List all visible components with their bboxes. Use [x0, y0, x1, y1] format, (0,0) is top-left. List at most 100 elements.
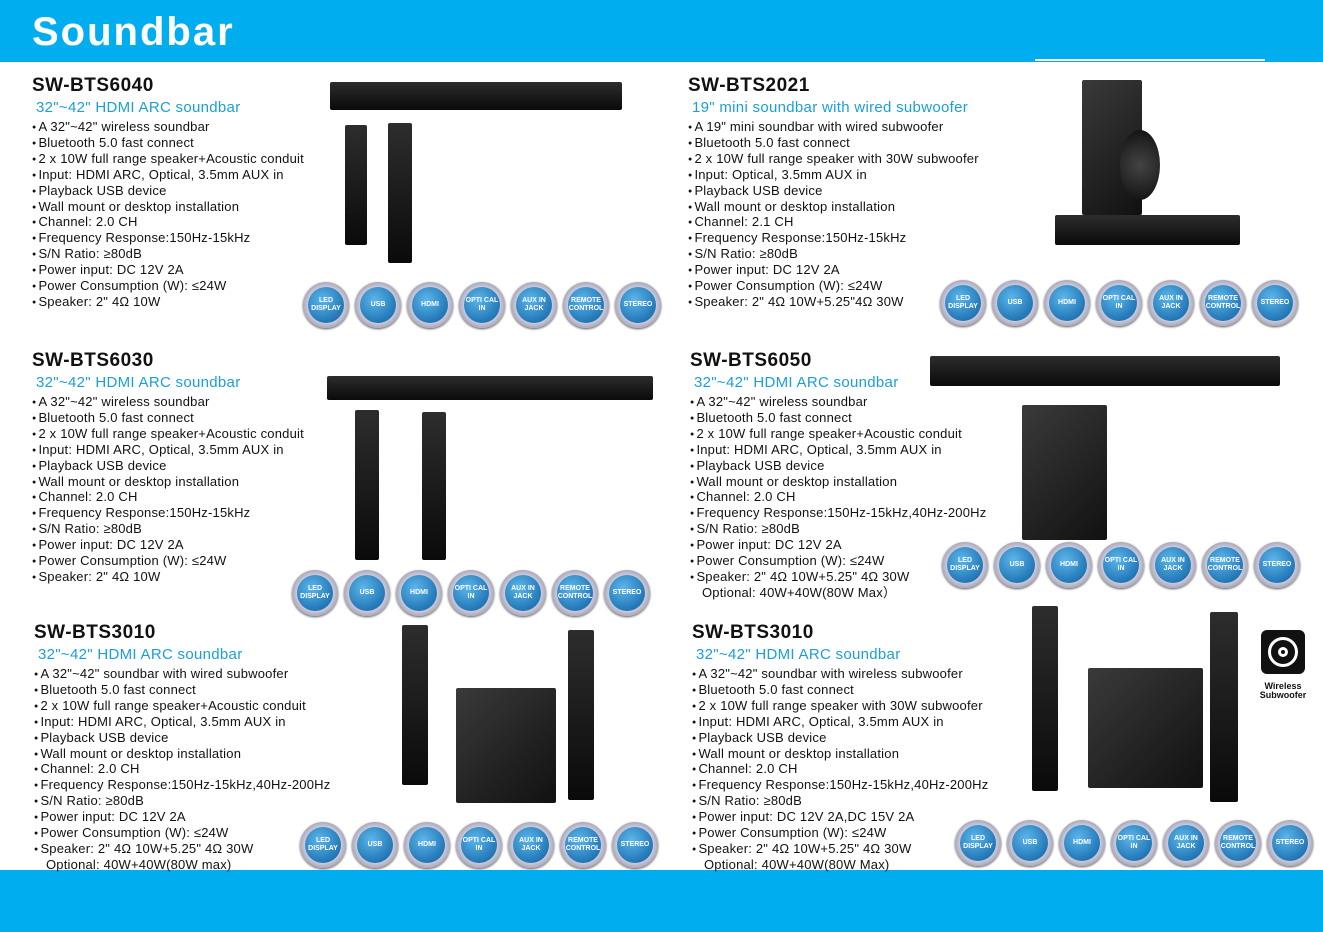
badge-label: STEREO [1257, 285, 1293, 321]
feature-item: Bluetooth 5.0 fast connect [688, 135, 1028, 152]
remote-control-icon: REMOTE CONTROL [1215, 820, 1261, 866]
feature-item: Playback USB device [690, 458, 1030, 475]
badge-label: STEREO [609, 575, 645, 611]
led-display-icon: LED DISPLAY [942, 542, 988, 588]
subwoofer-image [456, 688, 556, 803]
divider [1035, 59, 1265, 61]
remote-control-icon: REMOTE CONTROL [1200, 280, 1246, 326]
feature-item: Power input: DC 12V 2A,DC 15V 2A [692, 809, 1032, 826]
usb-icon: USB [1007, 820, 1053, 866]
optical-in-icon: OPTI CAL IN [448, 570, 494, 616]
led-display-icon: LED DISPLAY [292, 570, 338, 616]
badge-label: OPTI CAL IN [1116, 825, 1152, 861]
feature-item: Input: HDMI ARC, Optical, 3.5mm AUX in [690, 442, 1030, 459]
badge-label: REMOTE CONTROL [1220, 825, 1256, 861]
badge-label: USB [360, 287, 396, 323]
badge-label: USB [1012, 825, 1048, 861]
feature-item: A 32"~42" soundbar with wired subwoofer [34, 666, 374, 683]
optical-in-icon: OPTI CAL IN [459, 282, 505, 328]
product-1: SW-BTS2021 19" mini soundbar with wired … [688, 75, 1028, 311]
header-bar: Soundbar [0, 0, 1323, 62]
badge-label: REMOTE CONTROL [568, 287, 604, 323]
led-display-icon: LED DISPLAY [300, 822, 346, 868]
subwoofer-image [1088, 668, 1203, 788]
optical-in-icon: OPTI CAL IN [1096, 280, 1142, 326]
feature-item: Input: HDMI ARC, Optical, 3.5mm AUX in [32, 167, 372, 184]
aux-in-icon: AUX IN JACK [1150, 542, 1196, 588]
remote-control-icon: REMOTE CONTROL [560, 822, 606, 868]
badge-label: STEREO [617, 827, 653, 863]
aux-in-icon: AUX IN JACK [1148, 280, 1194, 326]
badge-label: HDMI [1049, 285, 1085, 321]
feature-item: Playback USB device [692, 730, 1032, 747]
hdmi-icon: HDMI [404, 822, 450, 868]
feature-item: 2 x 10W full range speaker+Acoustic cond… [32, 151, 372, 168]
soundbar-image [330, 82, 622, 110]
feature-list: A 32"~42" wireless soundbarBluetooth 5.0… [690, 394, 1030, 602]
stereo-icon: STEREO [1252, 280, 1298, 326]
feature-item: Input: HDMI ARC, Optical, 3.5mm AUX in [34, 714, 374, 731]
badge-label: STEREO [1259, 547, 1295, 583]
aux-in-icon: AUX IN JACK [511, 282, 557, 328]
product-subtitle: 32"~42" HDMI ARC soundbar [696, 646, 901, 663]
feature-item: Input: HDMI ARC, Optical, 3.5mm AUX in [32, 442, 372, 459]
feature-item: Playback USB device [32, 183, 372, 200]
product-subtitle: 32"~42" HDMI ARC soundbar [38, 646, 243, 663]
badge-label: REMOTE CONTROL [557, 575, 593, 611]
product-model: SW-BTS3010 [692, 622, 814, 643]
led-display-icon: LED DISPLAY [940, 280, 986, 326]
tower-speaker-image [422, 412, 446, 560]
aux-in-icon: AUX IN JACK [500, 570, 546, 616]
feature-item: Power input: DC 12V 2A [690, 537, 1030, 554]
aux-in-icon: AUX IN JACK [508, 822, 554, 868]
feature-item: 2 x 10W full range speaker+Acoustic cond… [32, 426, 372, 443]
badge-label: REMOTE CONTROL [1205, 285, 1241, 321]
product-model: SW-BTS2021 [688, 75, 810, 96]
badge-label: OPTI CAL IN [464, 287, 500, 323]
badge-label: STEREO [620, 287, 656, 323]
product-subtitle: 32"~42" HDMI ARC soundbar [36, 374, 241, 391]
badge-label: AUX IN JACK [513, 827, 549, 863]
feature-item: Power input: DC 12V 2A [32, 262, 372, 279]
remote-control-icon: REMOTE CONTROL [563, 282, 609, 328]
tower-speaker-image [568, 630, 594, 800]
usb-icon: USB [352, 822, 398, 868]
feature-item: 2 x 10W full range speaker+Acoustic cond… [34, 698, 374, 715]
badge-label: STEREO [1272, 825, 1308, 861]
tower-speaker-image [1032, 606, 1058, 791]
feature-item: Frequency Response:150Hz-15kHz [32, 230, 372, 247]
feature-item: Speaker: 2" 4Ω 10W+5.25"4Ω 30W [688, 294, 1028, 311]
feature-item: Channel: 2.0 CH [32, 215, 372, 231]
footer-bar [0, 870, 1323, 932]
feature-item: A 32"~42" soundbar with wireless subwoof… [692, 666, 1032, 683]
hdmi-icon: HDMI [1044, 280, 1090, 326]
feature-item: Wall mount or desktop installation [690, 474, 1030, 491]
remote-control-icon: REMOTE CONTROL [1202, 542, 1248, 588]
feature-item: Input: Optical, 3.5mm AUX in [688, 167, 1028, 184]
badge-label: AUX IN JACK [1155, 547, 1191, 583]
feature-item: Bluetooth 5.0 fast connect [34, 682, 374, 699]
feature-item: Wall mount or desktop installation [32, 474, 372, 491]
feature-item: Frequency Response:150Hz-15kHz [32, 505, 372, 522]
feature-item: Wall mount or desktop installation [34, 746, 374, 763]
feature-item: Speaker: 2" 4Ω 10W+5.25" 4Ω 30W [692, 841, 1032, 858]
badge-label: USB [349, 575, 385, 611]
badge-label: HDMI [401, 575, 437, 611]
feature-item: Bluetooth 5.0 fast connect [690, 410, 1030, 427]
feature-item: S/N Ratio: ≥80dB [32, 521, 372, 538]
badge-label: USB [999, 547, 1035, 583]
badge-label: OPTI CAL IN [461, 827, 497, 863]
feature-list: A 32"~42" wireless soundbarBluetooth 5.0… [32, 119, 372, 311]
feature-item: S/N Ratio: ≥80dB [690, 521, 1030, 538]
feature-item: Playback USB device [32, 458, 372, 475]
feature-item: A 32"~42" wireless soundbar [32, 119, 372, 136]
feature-optional: Optional: 40W+40W(80W Max) [704, 856, 890, 872]
feature-item: Frequency Response:150Hz-15kHz,40Hz-200H… [692, 777, 1032, 794]
feature-list: A 19" mini soundbar with wired subwoofer… [688, 119, 1028, 311]
feature-optional: Optional: 40W+40W(80W Max） [702, 584, 897, 600]
feature-item: A 19" mini soundbar with wired subwoofer [688, 119, 1028, 136]
